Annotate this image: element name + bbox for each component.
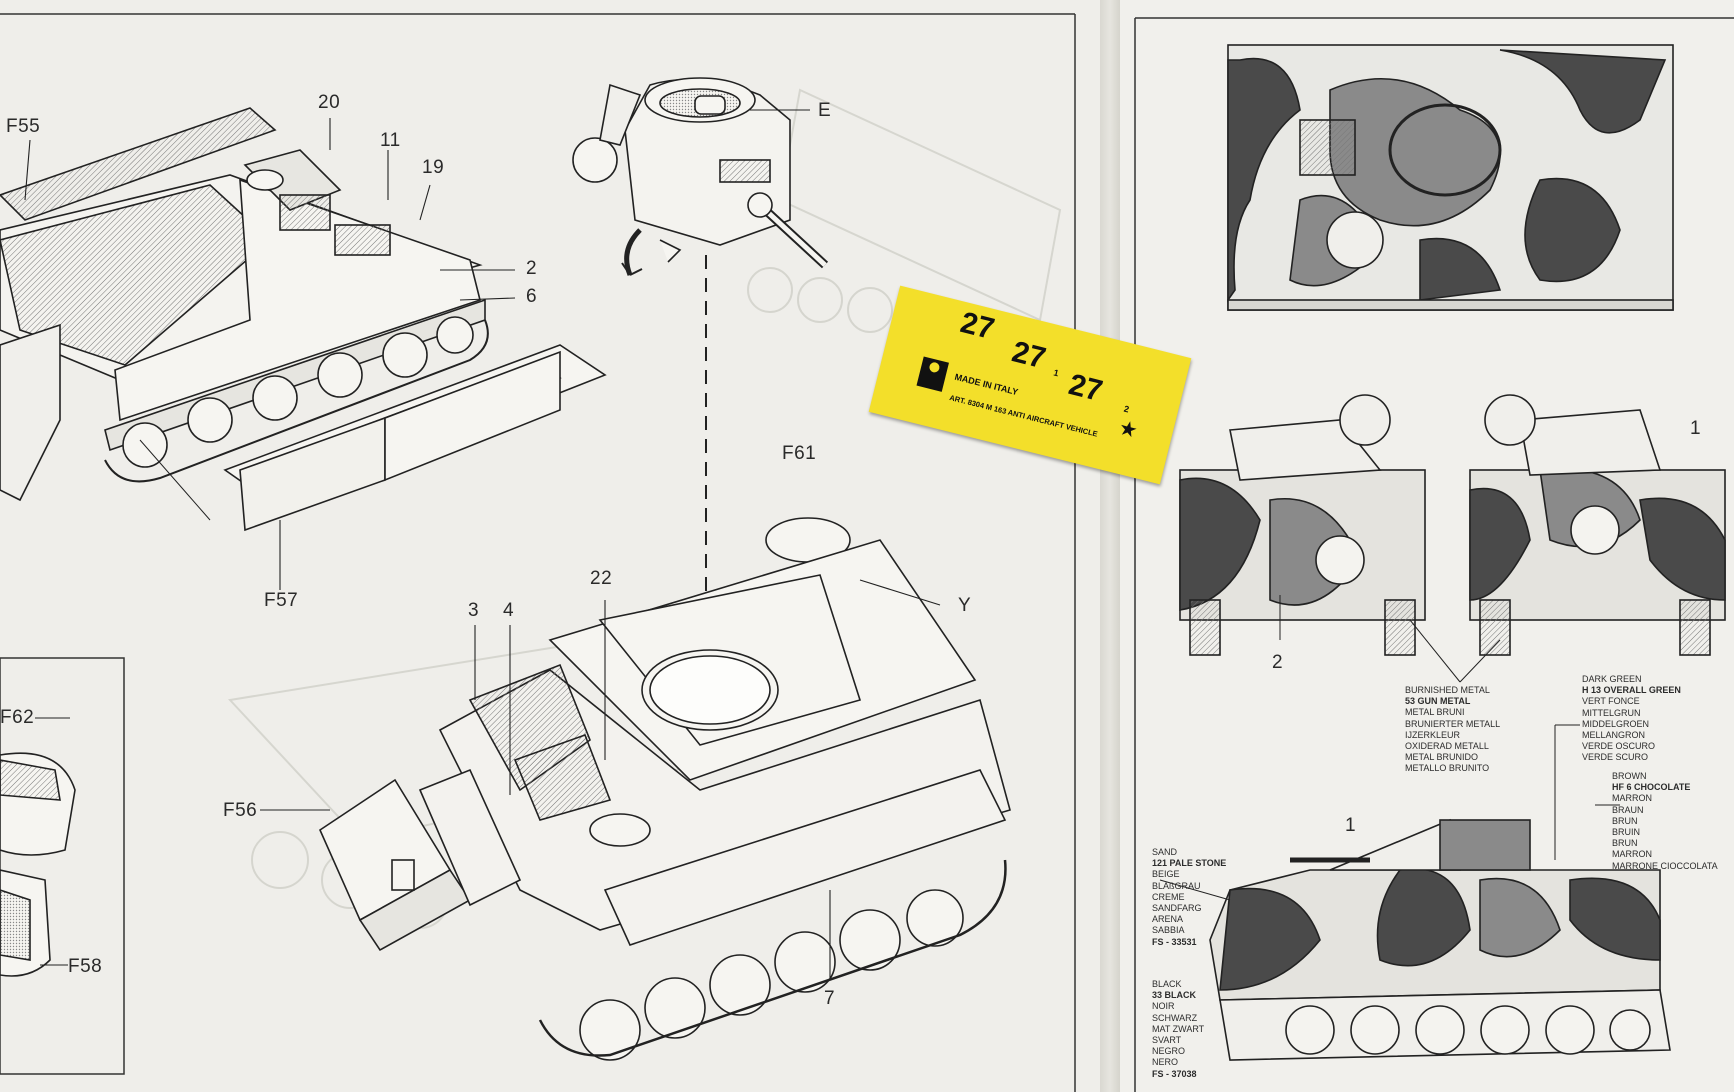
end-views-painting: [1179, 394, 1726, 656]
legend-line: SABBIA: [1152, 925, 1185, 936]
legend-line: METAL BRUNIDO: [1405, 752, 1479, 763]
part-label-20: 20: [318, 92, 341, 113]
part-label-y: Y: [958, 595, 972, 616]
legend-sand: SAND 121 PALE STONE BEIGE BLAßGRAU CREME…: [1152, 847, 1226, 948]
part-label-4: 4: [503, 600, 515, 621]
legend-line: SANDFARG: [1152, 903, 1202, 914]
part-label-f62: F62: [0, 707, 35, 728]
legend-line: BRUNIERTER METALL: [1405, 718, 1501, 729]
side-view-painting: [1209, 818, 1671, 1061]
part-label-f55: F55: [6, 116, 41, 137]
legend-line: OXIDERAD METALL: [1405, 741, 1489, 752]
top-view-painting: [1227, 44, 1674, 311]
color-leader-lines: [1159, 595, 1620, 901]
part-label-f56: F56: [223, 800, 258, 821]
legend-line: CREME: [1152, 891, 1185, 902]
legend-line: SCHWARZ: [1152, 1012, 1198, 1023]
part-leader-lines: [24, 109, 941, 980]
legend-line: MIDDELGROEN: [1582, 718, 1650, 729]
legend-line: NEGRO: [1152, 1046, 1186, 1057]
part-label-6: 6: [526, 286, 538, 307]
part-label-2: 2: [526, 258, 538, 279]
legend-line: VERDE SCURO: [1582, 752, 1649, 763]
part-label-19: 19: [422, 157, 445, 178]
legend-line: BLAßGRAU: [1152, 880, 1201, 891]
part-label-f58: F58: [68, 956, 103, 977]
part-label-3: 3: [468, 600, 480, 621]
part-label-f57: F57: [264, 590, 299, 611]
legend-line: METAL BRUNI: [1405, 707, 1465, 718]
decal-ref-1-side: 1: [1345, 815, 1357, 836]
legend-dark-green: DARK GREEN H 13 OVERALL GREEN VERT FONCE…: [1582, 674, 1681, 764]
legend-line: BRAUN: [1612, 804, 1644, 815]
legend-line: BLACK: [1152, 979, 1182, 989]
decal-made-in: MADE IN ITALY: [953, 371, 1020, 398]
legend-line-paint-code: 121 PALE STONE: [1152, 858, 1227, 869]
legend-brown: BROWN HF 6 CHOCOLATE MARRON BRAUN BRUN B…: [1612, 771, 1718, 872]
legend-line: VERDE OSCURO: [1582, 741, 1656, 752]
part-label-11: 11: [380, 130, 401, 151]
decal-number-1: 27: [957, 305, 998, 347]
legend-line: IJZERKLEUR: [1405, 729, 1461, 740]
legend-line: BEIGE: [1152, 869, 1180, 880]
legend-line-paint-code: 53 GUN METAL: [1405, 696, 1471, 707]
legend-line: MARRON: [1612, 793, 1652, 804]
turret-drawing: [572, 77, 829, 276]
part-label-f61: F61: [782, 443, 817, 464]
legend-line: MELLANGRON: [1582, 730, 1646, 741]
esci-logo-icon: [916, 356, 949, 392]
legend-line-paint-code: H 13 OVERALL GREEN: [1582, 685, 1681, 696]
page-fold: [1100, 0, 1120, 1092]
legend-line: MARRON: [1612, 849, 1652, 860]
decal-index-1: 1: [1052, 367, 1060, 379]
legend-line: MITTELGRUN: [1582, 707, 1641, 718]
legend-line: METALLO BRUNITO: [1405, 763, 1490, 774]
decal-brand: ESCI: [914, 390, 933, 402]
legend-line: MAT ZWART: [1152, 1023, 1205, 1034]
legend-line: NOIR: [1152, 1001, 1175, 1012]
legend-line: SVART: [1152, 1035, 1182, 1046]
decal-number-2: 27: [1008, 335, 1050, 376]
decal-index-2: 2: [1122, 403, 1131, 415]
legend-line: MARRONE CIOCCOLATA: [1612, 860, 1718, 871]
hull-assembly-drawing: [0, 107, 607, 532]
legend-line: BRUN: [1612, 838, 1638, 849]
legend-line: BURNISHED METAL: [1405, 685, 1490, 695]
decal-ref-2-rear: 2: [1272, 652, 1284, 673]
legend-line-fs-code: FS - 37038: [1152, 1068, 1197, 1079]
legend-line: SAND: [1152, 847, 1178, 857]
legend-line: VERT FONCE: [1582, 696, 1640, 707]
legend-line-fs-code: FS - 33531: [1152, 936, 1197, 947]
part-label-22: 22: [590, 568, 613, 589]
vehicle-hull-drawing: [318, 539, 1011, 1061]
legend-line: BRUN: [1612, 815, 1638, 826]
legend-line: BROWN: [1612, 771, 1647, 781]
legend-line: BRUIN: [1612, 827, 1641, 838]
legend-burnished-metal: BURNISHED METAL 53 GUN METAL METAL BRUNI…: [1405, 685, 1500, 775]
legend-line-paint-code: 33 BLACK: [1152, 990, 1197, 1001]
panel-frames: [0, 13, 1734, 1092]
part-label-e: E: [818, 100, 832, 121]
star-icon: ★: [1118, 417, 1139, 441]
decal-number-3: 27: [1065, 367, 1106, 409]
legend-line-paint-code: HF 6 CHOCOLATE: [1612, 782, 1691, 793]
legend-line: NERO: [1152, 1057, 1179, 1068]
legend-black: BLACK 33 BLACK NOIR SCHWARZ MAT ZWART SV…: [1152, 979, 1204, 1080]
part-label-7: 7: [824, 988, 836, 1009]
decal-ref-1-front: 1: [1690, 418, 1702, 439]
legend-line: DARK GREEN: [1582, 674, 1642, 684]
detail-inset-drawing: [0, 752, 76, 977]
legend-line: ARENA: [1152, 914, 1184, 925]
